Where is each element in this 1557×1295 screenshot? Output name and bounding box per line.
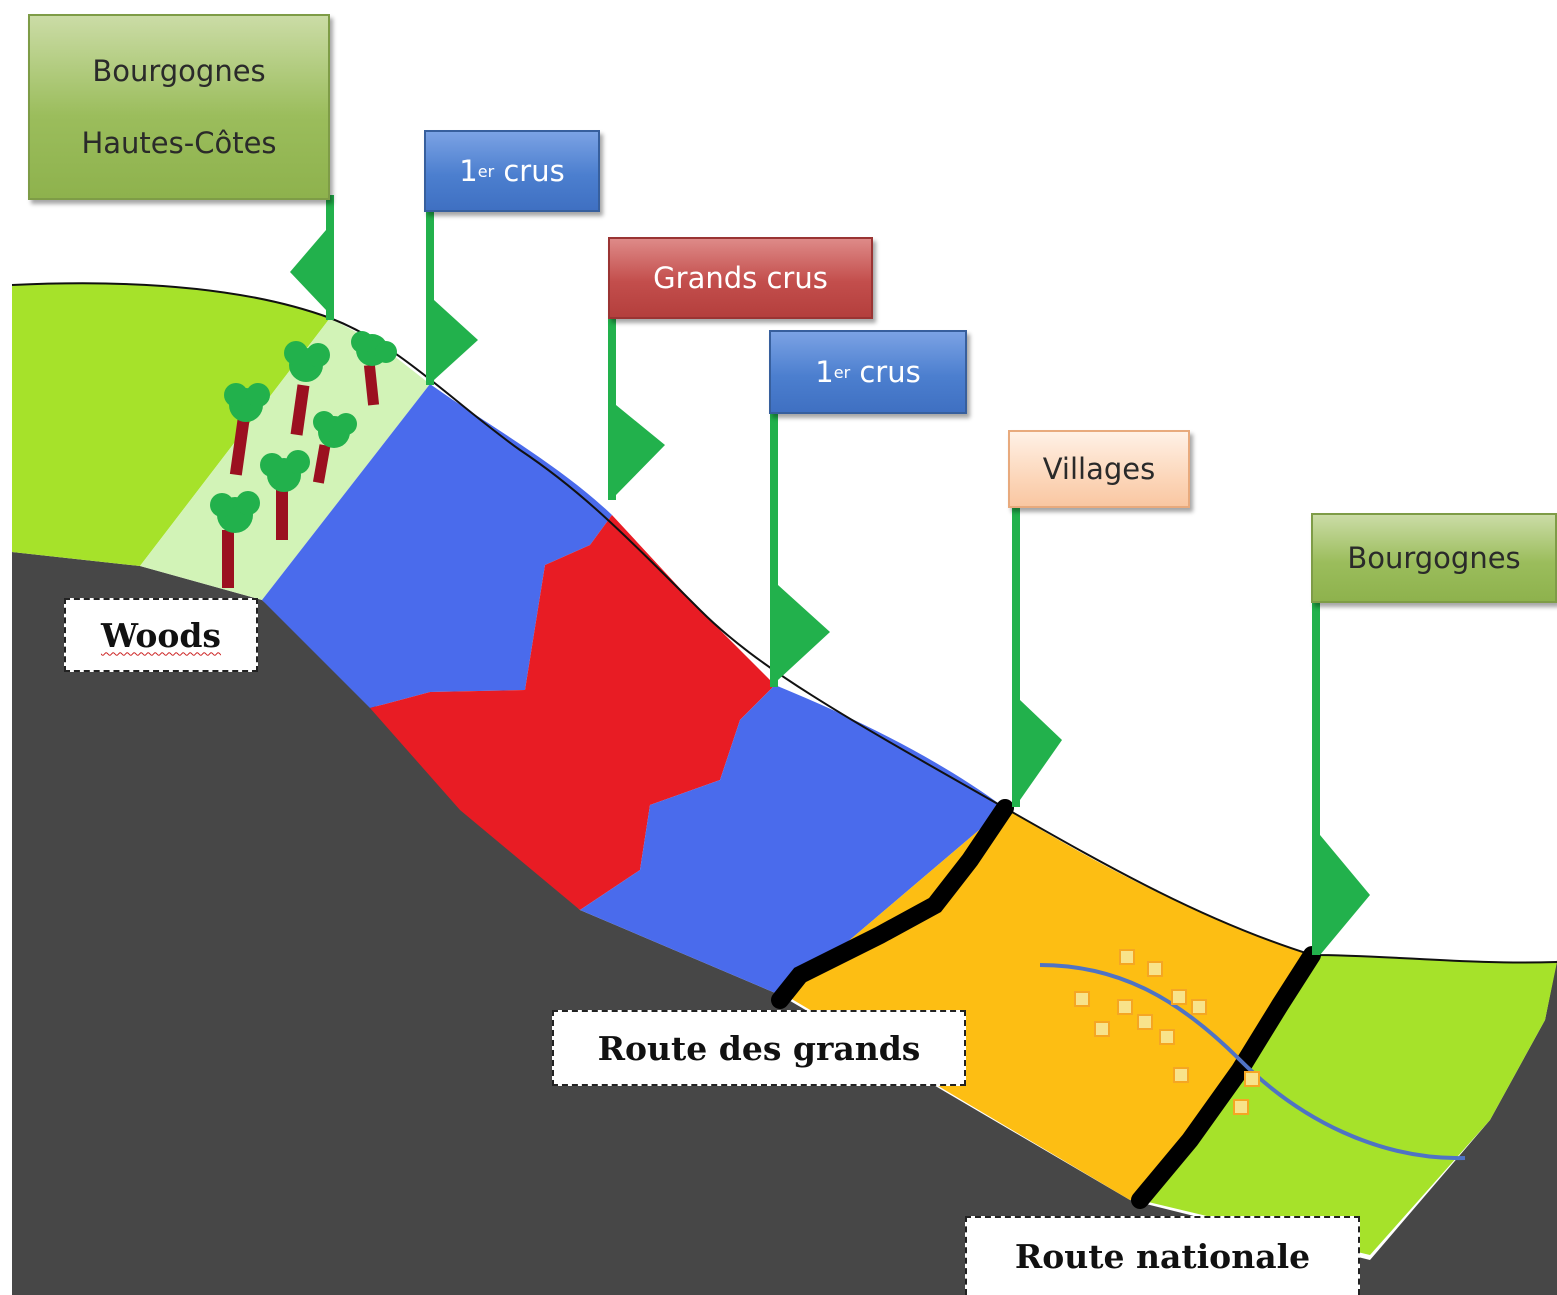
flag-pennant-premier-crus-lower	[778, 585, 830, 680]
premier-crus-lower-zone	[580, 685, 1005, 995]
route-nationale-label-box: Route nationale	[965, 1216, 1360, 1295]
bourgognes-zone	[1140, 955, 1557, 1255]
flag-pennant-villages	[1020, 700, 1062, 800]
flag-poles	[290, 195, 1370, 955]
flag-pennant-grands-crus	[616, 405, 665, 495]
flag-pennant-hautes-cotes	[290, 230, 326, 310]
river	[1039, 963, 1466, 1161]
premier-crus-lower-sup: er	[833, 362, 851, 382]
route-des-grands-line	[771, 799, 1014, 1009]
flag-pennant-premier-crus-upper	[434, 300, 478, 380]
route-grands-label-box: Route des grands	[552, 1010, 966, 1086]
premier-crus-upper-sup: er	[477, 161, 495, 181]
trees	[210, 331, 397, 588]
flag-bourgognes: Bourgognes	[1311, 513, 1557, 603]
village-houses	[1074, 949, 1260, 1115]
flag-hautes-cotes: Bourgognes Hautes-Côtes	[28, 14, 330, 200]
flag-pennant-bourgognes	[1320, 835, 1370, 955]
hautes-cotes-zone	[12, 283, 330, 566]
slope-outline	[11, 282, 1557, 964]
flag-grands-crus: Grands crus	[608, 237, 873, 319]
flag-hautes-cotes-line2: Hautes-Côtes	[81, 126, 277, 160]
woods-label-box: Woods	[64, 598, 258, 672]
route-grands-label: Route des grands	[597, 1028, 921, 1068]
premier-crus-upper-word: crus	[494, 154, 565, 188]
premier-crus-upper-zone	[262, 384, 612, 708]
premier-crus-lower-num: 1	[815, 355, 834, 389]
premier-crus-lower-word: crus	[850, 355, 921, 389]
premier-crus-upper-num: 1	[459, 154, 478, 188]
bourgognes-label: Bourgognes	[1347, 541, 1521, 575]
grands-crus-label: Grands crus	[653, 261, 828, 295]
route-nationale-label: Route nationale	[1014, 1237, 1311, 1276]
flag-villages: Villages	[1008, 430, 1190, 508]
grands-crus-zone	[370, 515, 775, 910]
route-nationale-line	[1131, 946, 1321, 1209]
villages-label: Villages	[1042, 452, 1156, 486]
flag-hautes-cotes-line1: Bourgognes	[92, 54, 266, 88]
woods-label: Woods	[100, 615, 222, 655]
